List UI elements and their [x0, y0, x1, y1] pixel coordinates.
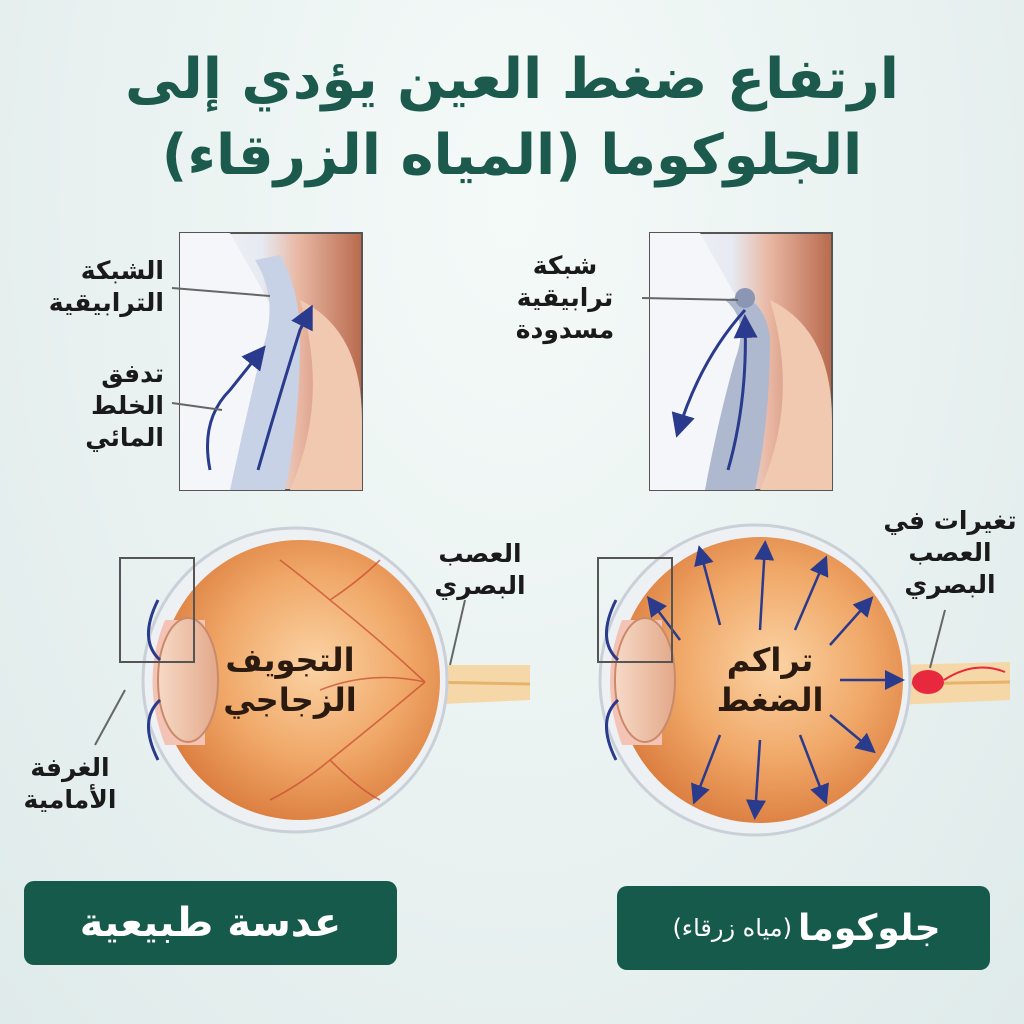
- label-blocked-meshwork: شبكة ترابيقية مسدودة: [490, 250, 640, 346]
- caption-glaucoma: جلوكوما (مياه زرقاء): [617, 886, 990, 970]
- label-line: الضغط: [716, 681, 824, 719]
- caption-main-text: جلوكوما: [798, 907, 941, 949]
- page-title: ارتفاع ضغط العين يؤدي إلى الجلوكوما (الم…: [0, 42, 1024, 194]
- label-optic-nerve-changes: تغيرات في العصب البصري: [880, 505, 1020, 601]
- label-line: ترابيقية: [516, 283, 614, 312]
- glaucoma-inset: [641, 232, 833, 491]
- label-line: شبكة: [532, 251, 598, 280]
- normal-inset: [171, 232, 363, 491]
- label-trabecular-meshwork: الشبكة الترابيقية: [32, 255, 164, 319]
- label-line: العصب: [908, 538, 992, 567]
- label-line: البصري: [434, 571, 526, 600]
- label-pressure-buildup: تراكم الضغط: [700, 640, 840, 720]
- label-vitreous-cavity: التجويف الزجاجي: [215, 640, 365, 720]
- caption-sub-text: (مياه زرقاء): [672, 914, 793, 942]
- label-line: العصب: [438, 539, 522, 568]
- label-line: البصري: [904, 570, 996, 599]
- label-line: المائي: [85, 423, 164, 452]
- title-line-1: ارتفاع ضغط العين يؤدي إلى: [125, 47, 899, 112]
- label-optic-nerve: العصب البصري: [420, 538, 540, 602]
- caption-text: عدسة طبيعية: [79, 900, 342, 946]
- label-line: مسدودة: [515, 315, 615, 344]
- label-line: الخلط: [91, 391, 164, 420]
- label-line: الترابيقية: [48, 288, 164, 317]
- label-line: التجويف: [225, 641, 355, 679]
- title-line-2: الجلوكوما (المياه الزرقاء): [161, 123, 863, 188]
- label-line: الغرفة: [30, 753, 110, 782]
- label-line: الزجاجي: [223, 681, 357, 719]
- label-aqueous-flow: تدفق الخلط المائي: [60, 358, 164, 454]
- normal-eye: [94, 526, 531, 834]
- caption-normal-lens: عدسة طبيعية: [24, 881, 397, 965]
- label-line: تدفق: [101, 359, 164, 388]
- label-line: تراكم: [726, 641, 814, 679]
- label-line: الأمامية: [23, 785, 117, 814]
- label-anterior-chamber: الغرفة الأمامية: [10, 752, 130, 816]
- glaucoma-eye: [597, 523, 1011, 837]
- label-line: تغيرات في: [883, 506, 1017, 535]
- label-line: الشبكة: [80, 256, 164, 285]
